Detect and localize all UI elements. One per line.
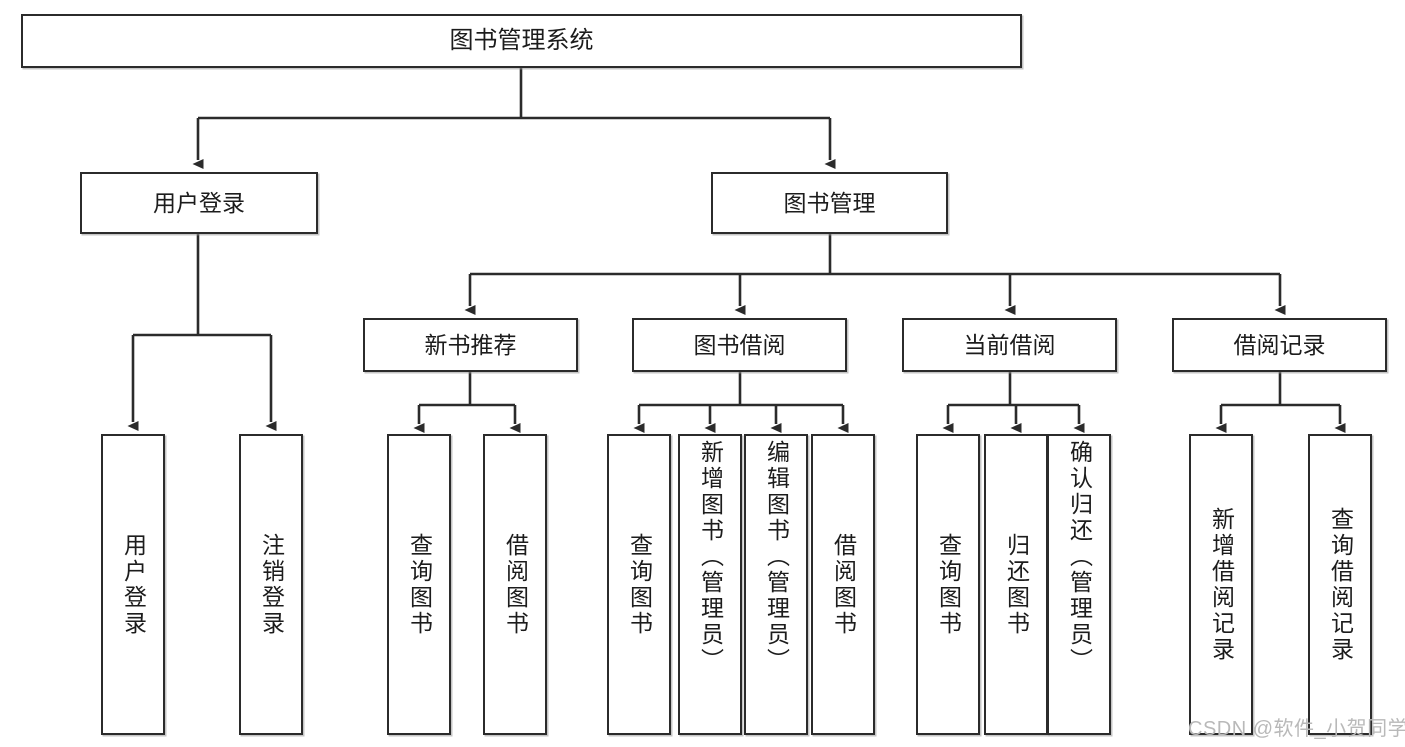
edges-current-borrow xyxy=(942,372,1085,433)
node-label: 查询图书 xyxy=(935,532,962,637)
node-label: 查询借阅记录 xyxy=(1327,506,1354,663)
node-label: 新增图书（管理员） xyxy=(697,440,724,674)
node-label: 借阅图书 xyxy=(830,532,857,637)
node-leaf-edit-book[interactable]: 编辑图书（管理员） xyxy=(744,434,808,735)
node-label: 图书管理系统 xyxy=(449,27,594,55)
node-label: 注销登录 xyxy=(258,532,285,637)
node-label: 用户登录 xyxy=(153,189,245,216)
node-leaf-query-book-1[interactable]: 查询图书 xyxy=(387,434,451,735)
node-leaf-add-record[interactable]: 新增借阅记录 xyxy=(1189,434,1253,735)
node-leaf-logout[interactable]: 注销登录 xyxy=(239,434,303,735)
node-label: 当前借阅 xyxy=(963,331,1056,358)
node-borrow-record[interactable]: 借阅记录 xyxy=(1172,318,1387,372)
edges-new-book-recommend xyxy=(413,372,521,433)
node-book-borrow[interactable]: 图书借阅 xyxy=(632,318,847,372)
edges-borrow-record xyxy=(1215,372,1346,433)
node-label: 新书推荐 xyxy=(424,331,517,358)
edges-root xyxy=(192,68,836,169)
node-leaf-query-book-3[interactable]: 查询图书 xyxy=(916,434,980,735)
node-label: 借阅记录 xyxy=(1233,331,1326,358)
node-system-title[interactable]: 图书管理系统 xyxy=(21,14,1022,68)
node-label: 借阅图书 xyxy=(502,532,529,637)
node-book-manage[interactable]: 图书管理 xyxy=(711,172,948,234)
edges-book-manage xyxy=(464,234,1286,315)
node-label: 查询图书 xyxy=(406,532,433,637)
node-leaf-query-record[interactable]: 查询借阅记录 xyxy=(1308,434,1372,735)
node-new-book-recommend[interactable]: 新书推荐 xyxy=(363,318,578,372)
node-label: 用户登录 xyxy=(120,532,147,637)
node-leaf-query-book-2[interactable]: 查询图书 xyxy=(607,434,671,735)
node-label: 查询图书 xyxy=(626,532,653,637)
node-leaf-return-book[interactable]: 归还图书 xyxy=(984,434,1048,735)
node-leaf-confirm-return[interactable]: 确认归还（管理员） xyxy=(1047,434,1111,735)
edges-book-borrow xyxy=(633,372,849,433)
watermark-text: CSDN @软件_小贺同学 xyxy=(1188,718,1405,740)
node-label: 归还图书 xyxy=(1003,532,1030,637)
node-user-login[interactable]: 用户登录 xyxy=(80,172,318,234)
node-label: 新增借阅记录 xyxy=(1208,506,1235,663)
node-leaf-borrow-book-2[interactable]: 借阅图书 xyxy=(811,434,875,735)
node-leaf-borrow-book-1[interactable]: 借阅图书 xyxy=(483,434,547,735)
node-leaf-add-book[interactable]: 新增图书（管理员） xyxy=(678,434,742,735)
node-label: 图书借阅 xyxy=(693,331,786,358)
node-label: 编辑图书（管理员） xyxy=(763,440,790,674)
node-current-borrow[interactable]: 当前借阅 xyxy=(902,318,1117,372)
node-leaf-user-login[interactable]: 用户登录 xyxy=(101,434,165,735)
node-label: 确认归还（管理员） xyxy=(1066,440,1093,674)
node-label: 图书管理 xyxy=(783,189,876,216)
edges-user-login xyxy=(127,234,277,431)
